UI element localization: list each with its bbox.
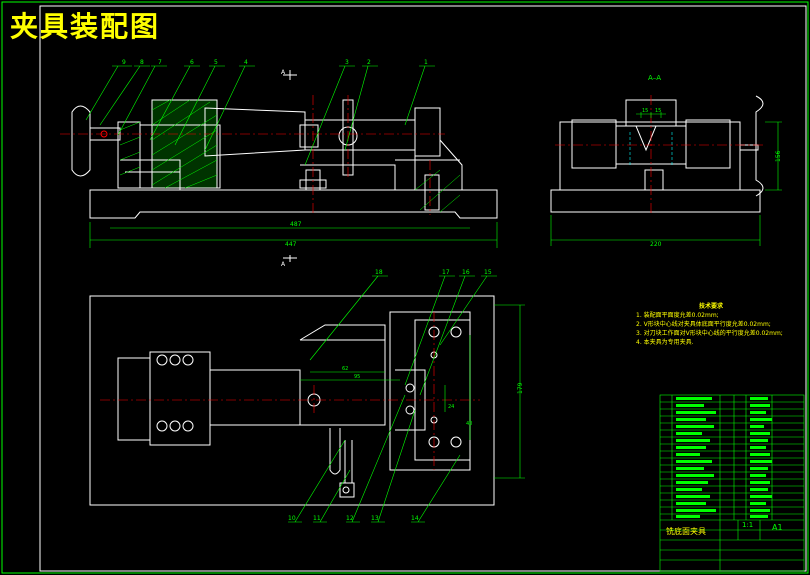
technical-requirement-item: 1. 装配面平面度允差0.02mm;: [636, 312, 719, 319]
plan-view-leaders: [288, 275, 497, 523]
section-cut-markers: [283, 70, 297, 262]
plan-view-dimensions: [300, 304, 525, 479]
side-view-dimensions: [550, 112, 782, 246]
front-view-hatching: [119, 99, 461, 213]
technical-requirement-item: 2. V形块中心线对夹具体底面平行度允差0.02mm;: [636, 321, 771, 328]
technical-requirement-item: 4. 本夹具为专用夹具.: [636, 339, 694, 346]
part-number-13: 13: [371, 515, 379, 522]
title-block-sheet-size: A1: [772, 523, 783, 532]
plan-view-center-lines: [100, 312, 480, 470]
title-block-scale: 1:1: [742, 521, 754, 529]
technical-requirements-heading: 技术要求: [698, 303, 723, 310]
dim-front-overall: 447: [285, 241, 297, 248]
section-marker-top: A: [281, 69, 286, 76]
dim-plan-d: 24: [448, 404, 454, 410]
dim-plan-a: 62: [342, 366, 348, 372]
dim-slot-a: 15: [642, 108, 648, 114]
dim-side-height: 156: [775, 150, 782, 162]
front-view-dimensions: [89, 222, 498, 248]
part-number-8: 8: [140, 59, 144, 66]
front-view-leaders: [85, 65, 435, 166]
part-number-9: 9: [122, 59, 126, 66]
technical-requirements: 技术要求 1. 装配面平面度允差0.02mm; 2. V形块中心线对夹具体底面平…: [636, 302, 786, 347]
part-number-7: 7: [158, 59, 162, 66]
part-number-3: 3: [345, 59, 349, 66]
front-view: [71, 99, 498, 219]
drawing-title: 夹具装配图: [10, 10, 161, 43]
section-view-label: A–A: [648, 74, 661, 82]
part-number-11: 11: [313, 515, 321, 522]
dim-slot-b: 15: [655, 108, 661, 114]
part-number-1: 1: [424, 59, 428, 66]
part-number-15: 15: [484, 269, 492, 276]
front-view-center-lines: [60, 95, 445, 215]
part-number-14: 14: [411, 515, 419, 522]
side-view-hidden-lines: [629, 132, 673, 165]
dim-plan-height: 179: [517, 382, 524, 394]
part-number-6: 6: [190, 59, 194, 66]
section-marker-bottom: A: [281, 261, 286, 268]
dim-front-inner: 487: [290, 221, 302, 228]
plan-view-part-numbers: 18 17 16 15 10 11 12 13 14: [288, 269, 492, 522]
part-number-12: 12: [346, 515, 354, 522]
technical-requirement-item: 3. 对刀块工作面对V形块中心线的平行度允差0.02mm;: [636, 330, 783, 337]
part-number-16: 16: [462, 269, 470, 276]
dim-plan-b: 95: [354, 374, 360, 380]
part-number-5: 5: [214, 59, 218, 66]
title-block-name: 铣底面夹具: [666, 527, 706, 536]
inner-sheet-border: [39, 5, 807, 572]
front-view-part-numbers: 9 8 7 6 5 4 3 2 1: [122, 59, 428, 66]
part-number-10: 10: [288, 515, 296, 522]
parts-list-table: [659, 394, 805, 572]
part-number-18: 18: [375, 269, 383, 276]
dim-side-overall: 220: [650, 241, 662, 248]
part-number-4: 4: [244, 59, 248, 66]
part-number-17: 17: [442, 269, 450, 276]
parts-list-entries: [676, 397, 772, 518]
part-number-2: 2: [367, 59, 371, 66]
dim-plan-c: 40: [466, 421, 472, 427]
